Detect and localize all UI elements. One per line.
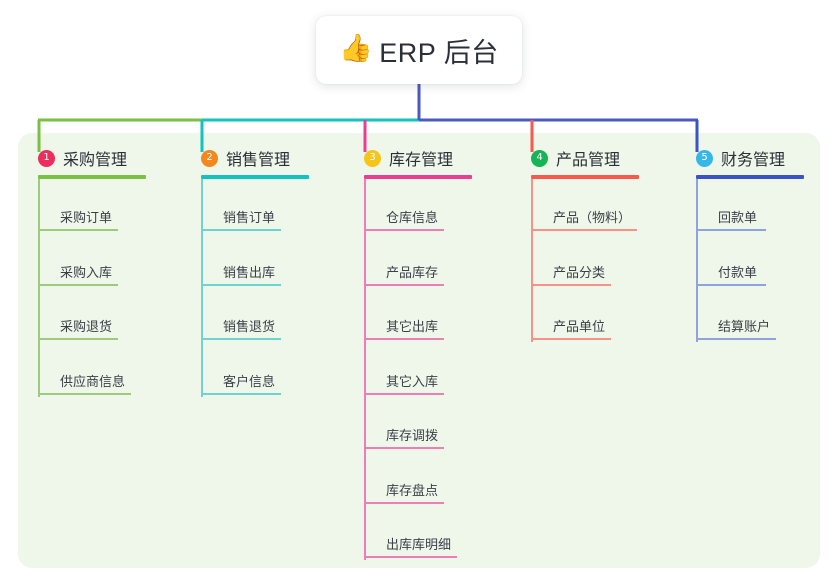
branch-item-label: 产品库存 — [386, 264, 439, 280]
root-node-erp-backend[interactable]: 👍 ERP 后台 — [316, 16, 522, 84]
branch-header-1[interactable]: 1 采购管理 — [18, 145, 127, 171]
branch-item-label: 仓库信息 — [386, 210, 439, 225]
branch-item-underline — [364, 501, 444, 504]
branch-column-1: 1 采购管理采购订单采购入库采购退货供应商信息 — [18, 145, 146, 397]
root-node-label: ERP 后台 — [379, 37, 499, 68]
branch-item-label: 产品分类 — [553, 264, 606, 280]
branch-header-3[interactable]: 3 库存管理 — [344, 145, 453, 171]
branch-number-badge: 2 — [201, 149, 218, 167]
branch-item-label: 其它入库 — [386, 373, 439, 389]
branches-panel — [18, 133, 820, 568]
branch-number-badge: 1 — [38, 149, 55, 167]
branch-item-underline — [201, 338, 281, 340]
branch-item-label: 销售订单 — [223, 210, 276, 225]
branch-header-5[interactable]: 5 财务管理 — [676, 145, 785, 171]
branch-item-label: 销售退货 — [223, 319, 276, 334]
branch-item-underline — [531, 283, 611, 286]
branch-column-2: 2 销售管理销售订单销售出库销售退货客户信息 — [181, 145, 309, 397]
branch-item-underline — [364, 556, 457, 558]
branch-item-underline — [38, 392, 131, 395]
branch-item-underline — [531, 338, 611, 340]
branch-title-label: 采购管理 — [63, 152, 128, 169]
branch-item-underline — [38, 338, 118, 340]
branch-number-badge: 5 — [696, 149, 713, 167]
branch-header-underline — [38, 175, 146, 179]
branch-title-label: 销售管理 — [226, 152, 291, 169]
branch-number-badge: 4 — [531, 149, 548, 167]
branch-item-label: 回款单 — [718, 210, 758, 225]
branch-item-underline — [696, 283, 766, 286]
branch-item-label: 供应商信息 — [60, 373, 126, 389]
branch-spine — [531, 179, 533, 342]
branch-header-4[interactable]: 4 产品管理 — [511, 145, 620, 171]
branch-item-label: 其它出库 — [386, 319, 439, 334]
branch-title-label: 财务管理 — [721, 152, 786, 169]
branch-item-underline — [364, 229, 444, 231]
branch-item-underline — [38, 283, 118, 286]
branch-item-underline — [38, 229, 118, 231]
branch-item-label: 库存盘点 — [386, 482, 439, 498]
branch-item-label: 采购退货 — [60, 319, 113, 334]
branch-item-label: 付款单 — [718, 264, 758, 280]
branch-spine — [38, 179, 40, 397]
branch-item-label: 客户信息 — [223, 373, 276, 389]
branch-item-underline — [201, 229, 281, 231]
branch-item-underline — [364, 447, 444, 449]
branch-spine — [696, 179, 698, 342]
branch-header-underline — [696, 175, 804, 179]
branch-header-underline — [364, 175, 472, 179]
branch-item-label: 产品单位 — [553, 319, 606, 334]
branch-title-label: 产品管理 — [556, 152, 621, 169]
branch-item-label: 采购订单 — [60, 210, 113, 225]
branch-item-label: 销售出库 — [223, 264, 276, 280]
branch-item-underline — [696, 338, 776, 340]
branch-item-underline — [531, 229, 637, 231]
branch-item-underline — [201, 392, 281, 395]
branch-item-underline — [364, 392, 444, 395]
branch-item-underline — [364, 283, 444, 286]
branch-item-underline — [696, 229, 766, 231]
branch-item-underline — [364, 338, 444, 340]
branch-spine — [201, 179, 203, 397]
branch-spine — [364, 179, 366, 560]
branch-item-label: 出库库明细 — [386, 537, 452, 552]
branch-item-label: 结算账户 — [718, 319, 771, 334]
branch-number-badge: 3 — [364, 149, 381, 167]
branch-header-2[interactable]: 2 销售管理 — [181, 145, 290, 171]
branch-column-5: 5 财务管理回款单付款单结算账户 — [676, 145, 804, 342]
branch-title-label: 库存管理 — [389, 152, 454, 169]
branch-item-label: 采购入库 — [60, 264, 113, 280]
branch-header-underline — [531, 175, 639, 179]
thumbs-up-icon: 👍 — [339, 33, 373, 63]
branch-column-4: 4 产品管理产品（物料） 产品分类产品单位 — [511, 145, 639, 342]
branch-item-underline — [201, 283, 281, 286]
branch-item-label: 产品（物料） — [553, 210, 632, 225]
branch-item-label: 库存调拨 — [386, 428, 439, 443]
branch-column-3: 3 库存管理仓库信息产品库存其它出库其它入库库存调拨库存盘点出库库明细 — [344, 145, 472, 560]
branch-header-underline — [201, 175, 309, 179]
